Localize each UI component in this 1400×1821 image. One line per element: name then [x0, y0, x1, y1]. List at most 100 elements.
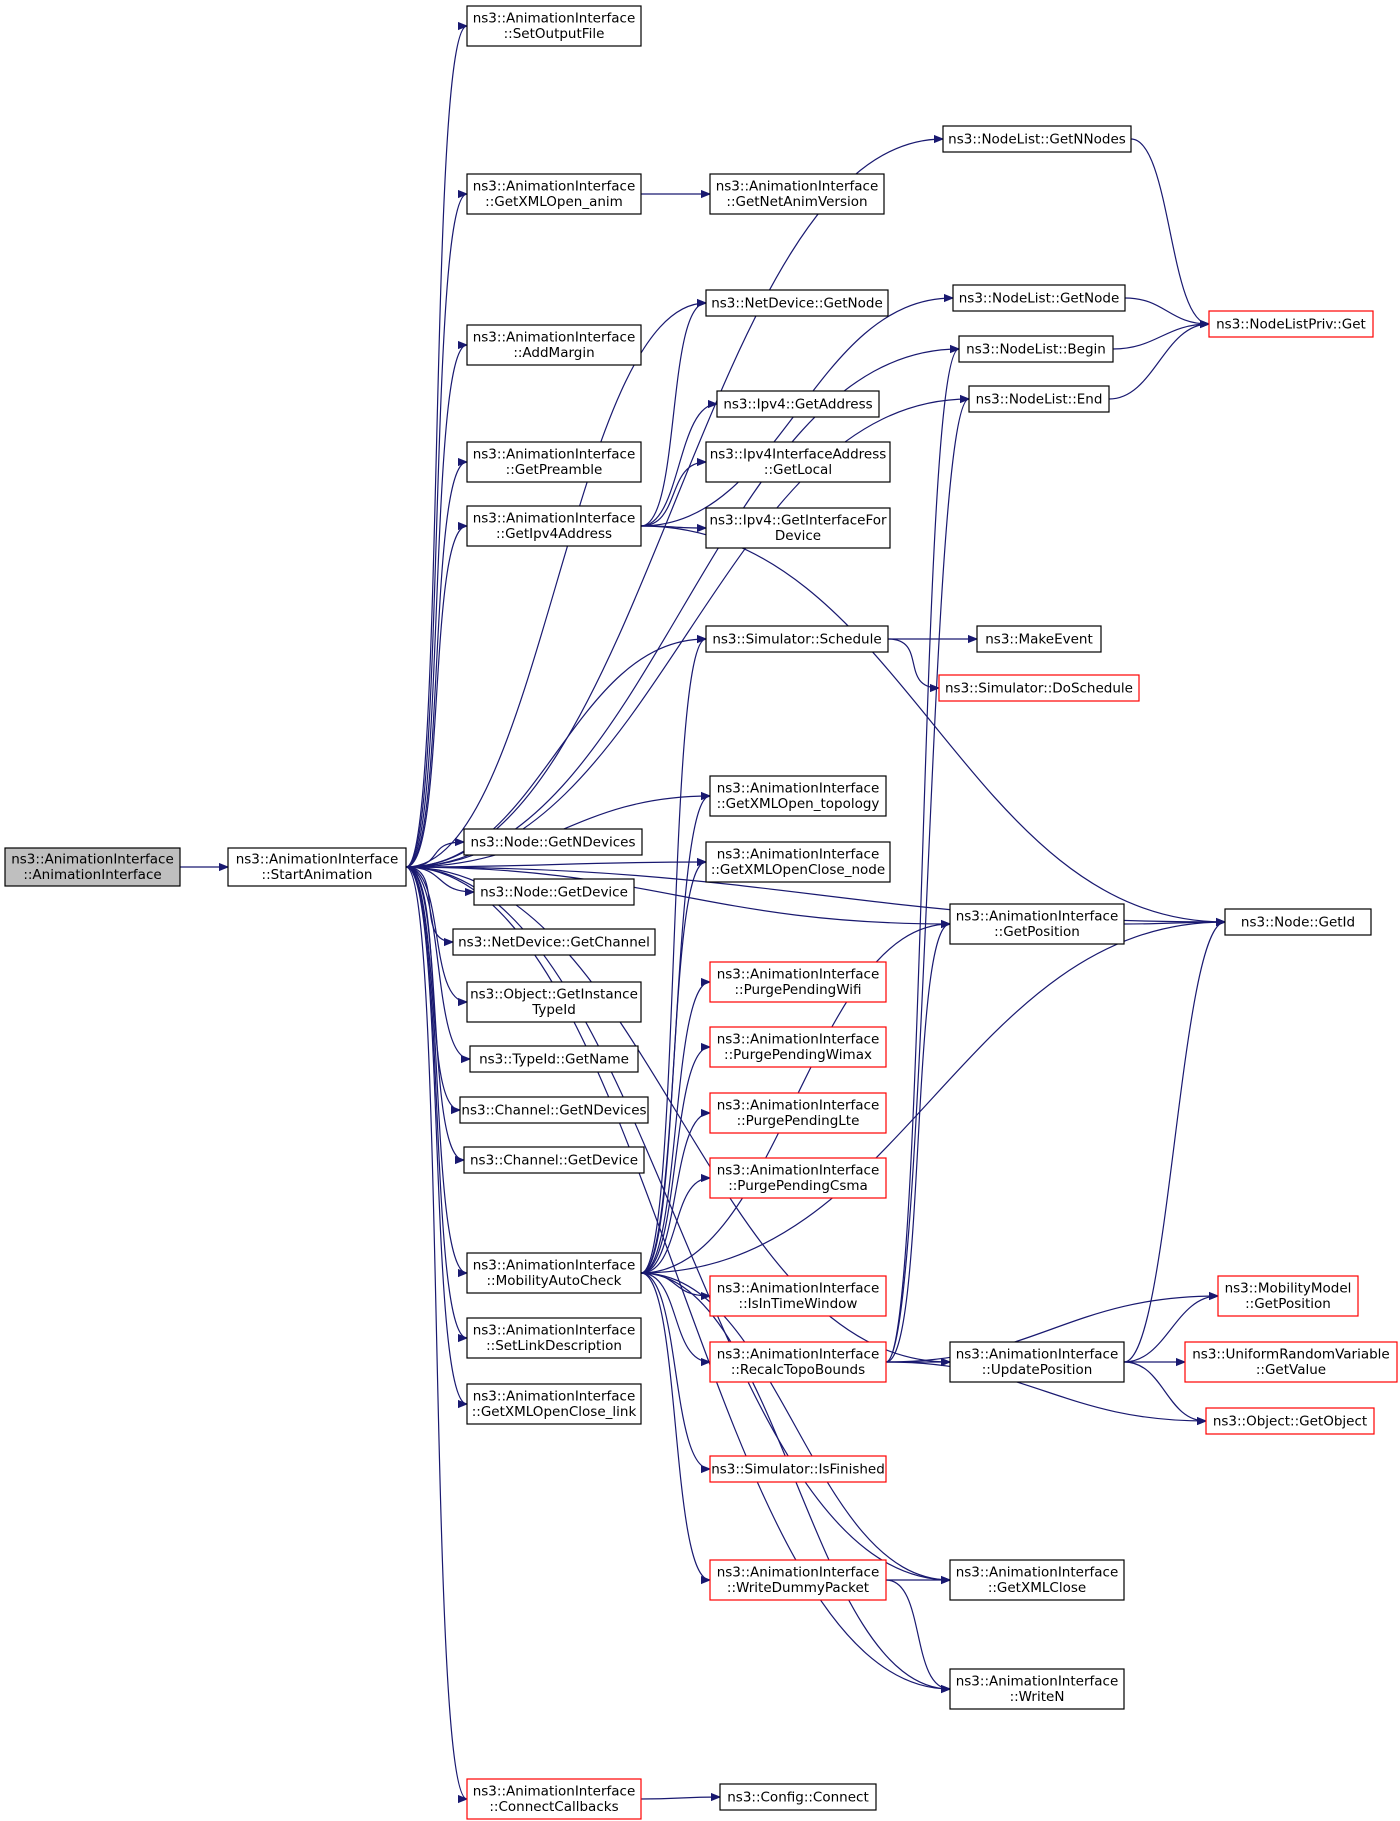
- node-simsched[interactable]: ns3::Simulator::Schedule: [705, 625, 889, 653]
- node-root[interactable]: ns3::AnimationInterface::AnimationInterf…: [4, 847, 181, 887]
- node-objgetobj[interactable]: ns3::Object::GetObject: [1205, 1407, 1375, 1435]
- node-label: ns3::AnimationInterface: [717, 1565, 880, 1581]
- node-label: ns3::AnimationInterface: [473, 1784, 636, 1800]
- node-label: ns3::Simulator::DoSchedule: [945, 680, 1133, 696]
- node-box: [1205, 1407, 1375, 1435]
- node-writedummy[interactable]: ns3::AnimationInterface::WriteDummyPacke…: [709, 1559, 887, 1601]
- node-label: ::PurgePendingWifi: [734, 982, 861, 998]
- node-updatepos[interactable]: ns3::AnimationInterface::UpdatePosition: [949, 1341, 1125, 1383]
- node-label: ns3::Channel::GetNDevices: [461, 1102, 646, 1118]
- node-recalc[interactable]: ns3::AnimationInterface::RecalcTopoBound…: [709, 1341, 887, 1383]
- node-label: ns3::AnimationInterface: [473, 511, 636, 527]
- node-box: [1184, 1341, 1398, 1383]
- node-label: ::GetXMLOpen_topology: [717, 796, 880, 812]
- node-nlgetnode[interactable]: ns3::NodeList::GetNode: [952, 284, 1126, 312]
- node-label: ::PurgePendingLte: [737, 1113, 860, 1129]
- node-netanimver[interactable]: ns3::AnimationInterface::GetNetAnimVersi…: [709, 173, 885, 215]
- node-box: [463, 1146, 645, 1174]
- edge-start-to-getposition: [405, 866, 950, 924]
- node-label: ns3::AnimationInterface: [956, 1674, 1119, 1690]
- node-purgelte[interactable]: ns3::AnimationInterface::PurgePendingLte: [709, 1092, 887, 1134]
- edge-mobauto-to-simfinished: [640, 1272, 711, 1469]
- node-connectcb[interactable]: ns3::AnimationInterface::ConnectCallback…: [466, 1778, 642, 1820]
- node-intimewin[interactable]: ns3::AnimationInterface::IsInTimeWindow: [709, 1275, 887, 1317]
- node-nodegetdev[interactable]: ns3::Node::GetDevice: [473, 878, 635, 906]
- node-chgetdev[interactable]: ns3::Channel::GetDevice: [463, 1146, 645, 1174]
- node-configconnect[interactable]: ns3::Config::Connect: [719, 1783, 877, 1811]
- node-nlend[interactable]: ns3::NodeList::End: [968, 385, 1110, 413]
- node-netdevchannel[interactable]: ns3::NetDevice::GetChannel: [452, 928, 656, 956]
- node-makeevent[interactable]: ns3::MakeEvent: [976, 625, 1102, 653]
- node-getxmlanim[interactable]: ns3::AnimationInterface::GetXMLOpen_anim: [466, 173, 642, 215]
- node-purgewifi[interactable]: ns3::AnimationInterface::PurgePendingWif…: [709, 961, 887, 1003]
- node-label: ns3::AnimationInterface: [11, 852, 174, 868]
- node-label: ::MobilityAutoCheck: [487, 1273, 622, 1289]
- node-label: ns3::AnimationInterface: [717, 967, 880, 983]
- node-box: [1224, 908, 1372, 936]
- node-label: ns3::AnimationInterface: [473, 11, 636, 27]
- edge-start-to-typeidname: [405, 866, 471, 1059]
- node-label: ::StartAnimation: [262, 867, 373, 883]
- node-box: [705, 289, 889, 317]
- node-label: ns3::Node::GetDevice: [480, 884, 628, 900]
- node-purgewimax[interactable]: ns3::AnimationInterface::PurgePendingWim…: [709, 1026, 887, 1068]
- node-typeidname[interactable]: ns3::TypeId::GetName: [469, 1045, 639, 1073]
- node-nlbegin[interactable]: ns3::NodeList::Begin: [958, 335, 1114, 363]
- node-box: [942, 125, 1132, 153]
- node-getnnodes[interactable]: ns3::NodeList::GetNNodes: [942, 125, 1132, 153]
- edge-start-to-nodegetndev: [405, 842, 464, 868]
- node-chgetndev[interactable]: ns3::Channel::GetNDevices: [459, 1096, 649, 1124]
- node-label: ns3::AnimationInterface: [956, 1347, 1119, 1363]
- node-label: ns3::AnimationInterface: [473, 447, 636, 463]
- node-setlinkdesc[interactable]: ns3::AnimationInterface::SetLinkDescript…: [466, 1317, 642, 1359]
- node-nlprivget[interactable]: ns3::NodeListPriv::Get: [1208, 310, 1374, 338]
- node-box: [466, 1383, 642, 1425]
- node-setout[interactable]: ns3::AnimationInterface::SetOutputFile: [466, 5, 642, 47]
- node-mobauto[interactable]: ns3::AnimationInterface::MobilityAutoChe…: [466, 1252, 642, 1294]
- node-start[interactable]: ns3::AnimationInterface::StartAnimation: [227, 847, 407, 887]
- node-label: ns3::AnimationInterface: [717, 1098, 880, 1114]
- edge-mobauto-to-purgewifi: [640, 982, 711, 1274]
- edge-start-to-simsched: [405, 639, 706, 868]
- node-nodegetid[interactable]: ns3::Node::GetId: [1224, 908, 1372, 936]
- node-label: ns3::Ipv4InterfaceAddress: [710, 447, 887, 463]
- node-ipv4local[interactable]: ns3::Ipv4InterfaceAddress::GetLocal: [705, 441, 891, 483]
- node-getxmlclose[interactable]: ns3::AnimationInterface::GetXMLClose: [949, 1559, 1125, 1601]
- node-addmargin[interactable]: ns3::AnimationInterface::AddMargin: [466, 324, 642, 366]
- node-xmlclosenode[interactable]: ns3::AnimationInterface::GetXMLOpenClose…: [705, 841, 891, 883]
- node-nodegetndev[interactable]: ns3::Node::GetNDevices: [463, 828, 643, 856]
- node-label: ::ConnectCallbacks: [489, 1799, 618, 1815]
- node-xmltopo[interactable]: ns3::AnimationInterface::GetXMLOpen_topo…: [709, 775, 887, 817]
- node-mobgetpos[interactable]: ns3::MobilityModel::GetPosition: [1217, 1275, 1359, 1317]
- node-netdevgetnode[interactable]: ns3::NetDevice::GetNode: [705, 289, 889, 317]
- node-getipv4[interactable]: ns3::AnimationInterface::GetIpv4Address: [466, 505, 642, 547]
- node-label: ns3::Simulator::Schedule: [712, 631, 881, 647]
- node-ipv4getaddr[interactable]: ns3::Ipv4::GetAddress: [716, 390, 880, 418]
- node-label: ::SetLinkDescription: [486, 1338, 622, 1354]
- node-preamble[interactable]: ns3::AnimationInterface::GetPreamble: [466, 441, 642, 483]
- node-label: ns3::Config::Connect: [727, 1789, 869, 1805]
- edge-start-to-getipv4: [405, 526, 468, 868]
- node-label: ns3::NodeList::End: [976, 391, 1103, 407]
- edge-start-to-netdevgetnode: [405, 303, 706, 868]
- node-getposition[interactable]: ns3::AnimationInterface::GetPosition: [949, 903, 1125, 945]
- node-box: [949, 1668, 1125, 1710]
- node-label: ns3::TypeId::GetName: [479, 1051, 629, 1067]
- node-label: ns3::AnimationInterface: [717, 1281, 880, 1297]
- node-purgecsma[interactable]: ns3::AnimationInterface::PurgePendingCsm…: [709, 1157, 887, 1199]
- node-box: [466, 505, 642, 547]
- node-simfinished[interactable]: ns3::Simulator::IsFinished: [709, 1455, 887, 1483]
- node-xmlcloselink[interactable]: ns3::AnimationInterface::GetXMLOpenClose…: [466, 1383, 642, 1425]
- node-box: [463, 828, 643, 856]
- node-dosched[interactable]: ns3::Simulator::DoSchedule: [938, 674, 1140, 702]
- node-box: [4, 847, 181, 887]
- node-urvgetvalue[interactable]: ns3::UniformRandomVariable::GetValue: [1184, 1341, 1398, 1383]
- node-label: ns3::AnimationInterface: [717, 1347, 880, 1363]
- edge-updatepos-to-objgetobj: [1123, 1361, 1206, 1421]
- node-label: ::GetXMLOpenClose_link: [472, 1404, 637, 1420]
- node-label: ns3::AnimationInterface: [473, 330, 636, 346]
- node-writen[interactable]: ns3::AnimationInterface::WriteN: [949, 1668, 1125, 1710]
- node-label: ::GetValue: [1256, 1362, 1326, 1378]
